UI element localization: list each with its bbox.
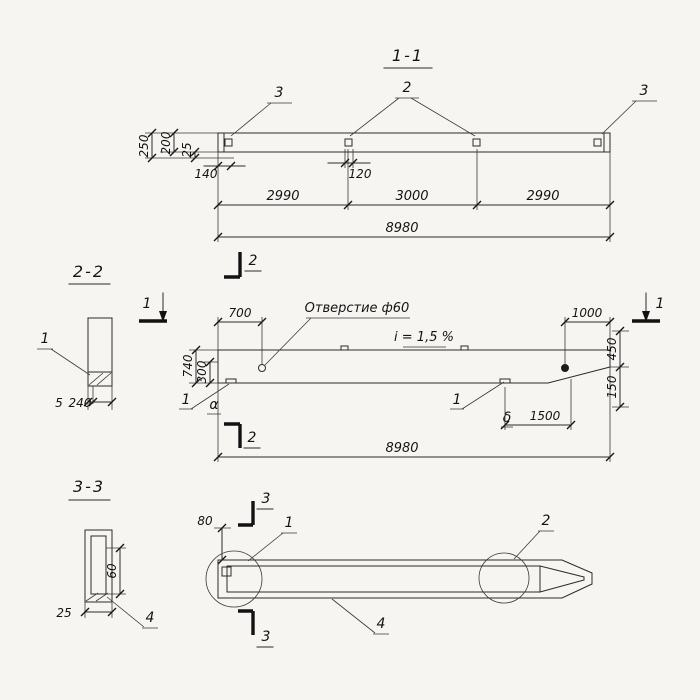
view-arrow-down-icon [159, 311, 167, 322]
beam-bottom-view: 80 1 2 4 [197, 513, 593, 635]
section-2-2-extension-lines [87, 386, 113, 410]
dim-total-elevation: 8980 [385, 441, 418, 456]
dim-700: 700 [229, 306, 252, 320]
dim-span-1: 2990 [266, 189, 299, 204]
dim-140: 140 [195, 167, 218, 181]
section-mark-3-bottom-label: 3 [262, 629, 271, 645]
dim-200: 200 [159, 131, 173, 154]
section-mark-1-right: 1 [632, 292, 665, 323]
bottom-view-leaders [247, 530, 554, 635]
callout-4-section-3-3: 4 [146, 610, 155, 626]
lifting-mark-left [340, 345, 349, 351]
embedded-plates [224, 138, 602, 147]
view-1-1-dimension-ticks [147, 128, 615, 242]
view-1-1-title: 1-1 [392, 46, 424, 65]
section-2-2-hatch [88, 372, 112, 386]
section-mark-1-right-label: 1 [656, 296, 665, 312]
dim-240: 240 [69, 396, 92, 410]
support-label-delta: δ [503, 410, 512, 426]
slope-note: i = 1,5 % [394, 330, 454, 345]
support-pad-right [499, 378, 511, 384]
dim-450: 450 [605, 337, 619, 360]
elevation-leaders [179, 317, 513, 428]
dim-span-2: 3000 [395, 189, 428, 204]
beam-elevation: Отверстие ф60 i = 1,5 % 1 1 α δ 700 1000… [179, 301, 629, 462]
callout-1-elevation-left: 1 [182, 392, 191, 408]
view-3-3-title: 3-3 [73, 477, 105, 496]
dim-span-3: 2990 [526, 189, 559, 204]
beam-plan-outline [217, 132, 611, 153]
section-mark-1-left-label: 1 [143, 296, 152, 312]
support-label-alpha: α [209, 397, 219, 413]
dim-25: 25 [180, 142, 194, 157]
callout-2-bottom-view: 2 [542, 513, 551, 529]
lifting-mark-right [460, 345, 469, 351]
dim-1000: 1000 [572, 306, 603, 320]
dim-5: 5 [55, 396, 63, 410]
section-mark-2-top-label: 2 [249, 253, 258, 269]
section-3-3-extension-lines [84, 547, 126, 618]
hole-left [258, 364, 266, 372]
view-2-2-title: 2-2 [73, 262, 105, 281]
section-3-3-dimension-lines [84, 547, 121, 613]
section-mark-3-top: 3 [238, 491, 274, 527]
callout-3-right: 3 [640, 83, 649, 99]
view-1-1-leaders [230, 97, 657, 137]
view-1-1-extension-lines [145, 132, 611, 242]
view-1-1-dimension-lines [151, 132, 611, 238]
end-anchor-plate [221, 566, 232, 577]
callout-2-middle: 2 [403, 80, 412, 96]
section-mark-2-bottom: 2 [224, 422, 261, 449]
section-mark-1-left: 1 [139, 292, 167, 323]
dim-300: 300 [195, 360, 209, 383]
callout-3-left: 3 [275, 85, 284, 101]
section-view-2-2: 2-2 1 5 240 [37, 262, 117, 410]
callout-4-bottom-view: 4 [377, 616, 386, 632]
elevation-outline [217, 349, 611, 384]
section-2-2-outline [87, 317, 113, 387]
view-arrow-down-icon [642, 311, 650, 322]
detail-circle-left [205, 550, 263, 608]
bottom-view-outline [217, 559, 593, 599]
callout-1-bottom-view: 1 [285, 515, 294, 531]
detail-circle-right [478, 552, 530, 604]
dim-120: 120 [349, 167, 372, 181]
dim-60: 60 [105, 563, 119, 579]
bottom-view-inner-lines [226, 565, 585, 593]
dim-80: 80 [197, 514, 213, 528]
dim-25-wall: 25 [56, 606, 71, 620]
elevation-dimension-ticks [191, 317, 625, 462]
support-pad-left [225, 378, 237, 384]
section-2-2-ticks [83, 397, 117, 407]
section-mark-2-bottom-label: 2 [248, 430, 257, 446]
section-mark-2-top: 2 [224, 252, 262, 279]
dim-total-top: 8980 [385, 221, 418, 236]
hole-right [561, 364, 569, 372]
section-3-3-inner [90, 535, 107, 595]
section-3-3-ticks [80, 543, 125, 617]
section-mark-3-bottom: 3 [238, 609, 274, 648]
section-view-3-3: 3-3 4 60 25 [56, 477, 158, 629]
section-3-3-outline [84, 529, 113, 603]
section-mark-3-top-label: 3 [262, 491, 271, 507]
callout-1-elevation-right: 1 [453, 392, 462, 408]
dim-740: 740 [181, 354, 195, 377]
dim-250: 250 [137, 134, 151, 157]
dim-150: 150 [605, 375, 619, 398]
section-2-2-leader [37, 348, 91, 376]
dim-1500: 1500 [530, 409, 561, 423]
hole-note: Отверстие ф60 [305, 301, 410, 316]
elevation-dimension-lines [195, 321, 621, 458]
section-3-3-leader [106, 596, 158, 629]
section-view-1-1: 1-1 3 2 3 250 200 25 140 120 2990 3000 2… [137, 46, 657, 242]
callout-1-section-2-2: 1 [41, 331, 50, 347]
